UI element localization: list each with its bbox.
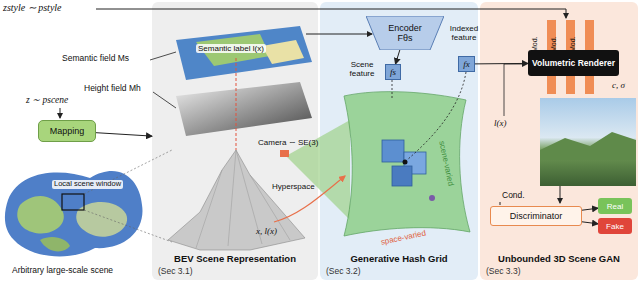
section-number: (Sec 3.3)	[486, 266, 521, 276]
connector	[582, 208, 598, 210]
leader-line	[153, 92, 176, 108]
view-frustum	[286, 120, 350, 220]
annotation-label: Local scene window	[52, 180, 123, 189]
feature-box: Scene featurefs	[385, 64, 401, 80]
feature-heading: Scene feature	[340, 61, 384, 79]
panel-ground	[480, 2, 638, 280]
index-wire	[407, 72, 466, 160]
real-box: Real	[598, 198, 632, 214]
feature-symbol: fs	[390, 67, 396, 77]
connector	[96, 133, 152, 136]
node-text: Volumetric Renderer	[532, 58, 615, 68]
section-title: Unbounded 3D Scene GAN	[480, 253, 638, 264]
field-wire	[306, 34, 372, 35]
feature-wire	[392, 80, 393, 100]
section-panel: (Sec 3.3) Unbounded 3D Scene GAN Volumetri…	[480, 2, 638, 280]
annotation-label: Mod.	[550, 36, 558, 52]
annotation-label: Semantic label l(x)	[196, 44, 266, 53]
leader-line	[150, 52, 176, 60]
annotation-label: Cond.	[502, 191, 525, 201]
window-projection	[84, 150, 172, 242]
local-window	[62, 194, 84, 210]
grid-cube	[382, 140, 404, 162]
annotation-label: Camera ∼ SE(3)	[258, 138, 318, 147]
height-field	[176, 82, 312, 136]
section-title: BEV Scene Representation	[152, 253, 318, 264]
rendered-hills	[540, 132, 636, 160]
feature-symbol: fx	[463, 59, 470, 69]
annotation-label: x, l(x)	[256, 226, 277, 236]
annotation-label: zstyle ∼ pstyle	[3, 2, 62, 14]
node-text: Real	[607, 202, 623, 211]
fake-box: Fake	[598, 218, 632, 234]
semantic-field	[176, 26, 312, 80]
field-plane	[176, 26, 312, 80]
connector	[396, 50, 400, 64]
node-text: Fake	[606, 222, 624, 231]
grid-vertex	[429, 195, 435, 201]
label-wire	[504, 64, 526, 116]
node-text: Mapping	[50, 126, 85, 136]
panel-ground	[152, 2, 318, 280]
field-region	[196, 34, 270, 66]
discriminator-box: Discriminator	[490, 206, 582, 226]
map-land	[40, 237, 70, 251]
renderer-box: Volumetric Renderer	[528, 50, 619, 76]
trapezoid-shape	[366, 16, 444, 50]
scene-wire	[60, 108, 61, 118]
annotation-label: Mod.	[531, 36, 539, 52]
feature-box: Indexed featurefx	[458, 56, 475, 72]
cond-wire	[500, 202, 501, 205]
mapping-box: Mapping	[38, 120, 96, 142]
mountain	[168, 150, 305, 250]
connector	[475, 63, 528, 65]
mesh-lines	[196, 150, 290, 248]
encoder-trapezoid: Encoder Fθs	[366, 16, 444, 50]
annotation-label: Semantic field Ms	[62, 54, 129, 64]
section-number: (Sec 3.2)	[326, 266, 361, 276]
camera-icon	[280, 150, 289, 157]
annotation-label: Arbitrary large-scale scene	[12, 266, 113, 276]
annotation-label: Height field Mh	[84, 84, 141, 94]
node-text: Discriminator	[510, 211, 563, 221]
feature-heading: Indexed feature	[444, 25, 484, 43]
query-point	[403, 160, 408, 165]
large-scene-map	[5, 150, 172, 256]
section-title: Generative Hash Grid	[320, 253, 478, 264]
projection-line	[236, 58, 237, 150]
grid-sheet	[344, 92, 470, 236]
terrain-mesh	[168, 150, 305, 250]
field-region	[262, 40, 304, 64]
annotation-label: Mod.	[569, 36, 577, 52]
rendered-image	[540, 98, 636, 186]
map-land	[17, 196, 64, 234]
section-number: (Sec 3.1)	[158, 266, 193, 276]
node-text: Encoder Fθs	[383, 23, 427, 44]
hash-grid	[344, 92, 470, 236]
map-sea	[5, 171, 143, 256]
annotation-label: l(x)	[494, 118, 507, 128]
grid-cube	[392, 166, 412, 186]
connector	[582, 222, 598, 224]
annotation-label: c, σ	[612, 80, 625, 90]
image-wire	[560, 186, 561, 203]
annotation-label: z ∼ pscene	[26, 95, 68, 106]
annotation-label: Hyperspace	[272, 182, 315, 191]
style-wire	[96, 9, 566, 18]
